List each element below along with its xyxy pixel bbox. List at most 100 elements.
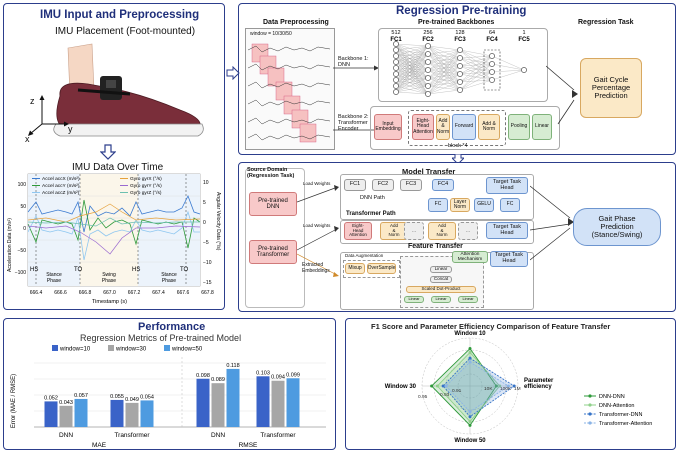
neuron [425, 83, 431, 89]
radar-legend-label: Transformer-Attention [599, 421, 652, 427]
bar [226, 368, 240, 427]
bar-y-axis-title: Error (MAE / RMSE) [11, 374, 17, 428]
dnn-head-block: FC [428, 198, 448, 212]
block-repeat-label: block *4 [448, 143, 468, 149]
radar-chart-title: F1 Score and Parameter Efficiency Compar… [371, 322, 611, 331]
neuron [393, 83, 399, 89]
radar-point [468, 350, 472, 354]
pretrained-dnn-box: Pre-trained DNN [249, 192, 297, 216]
data-augmentation-label: Data Augmentation [345, 253, 384, 258]
dnn-backbone-frame [378, 28, 548, 102]
transformer-path-frame [340, 220, 534, 244]
radar-axis-label: Window 30 [385, 384, 417, 390]
bar-legend-label: window=50 [171, 347, 203, 353]
gait-phase-label: Phase [162, 278, 176, 284]
encoder-block: Forward [452, 114, 476, 140]
y-axis-right-title: Angular Velocity Data (°/s) [215, 192, 221, 251]
encoder-block: Add & Norm [436, 114, 450, 140]
neuron [425, 43, 431, 49]
radar-tick-label: 0.95 [418, 394, 428, 400]
bar-value-label: 0.118 [226, 363, 239, 369]
neuron [425, 75, 431, 81]
pretrained-transformer-box: Pre-trained Transformer [249, 240, 297, 264]
dnn-target-task-head: Target Task Head [486, 177, 528, 194]
radar-tick-label: 0.93 [440, 392, 450, 398]
neuron [393, 77, 399, 83]
transformer-path-block: Eight- Head Attention [344, 222, 372, 240]
bar [196, 378, 210, 427]
bar-value-label: 0.094 [271, 375, 285, 381]
radar-point [468, 356, 472, 360]
down-arrow-2-icon [452, 154, 464, 164]
x-axis-title: Timestamp (s) [92, 299, 127, 305]
gait-phase-label: Stance [161, 272, 177, 278]
radar-legend-label: DNN-DNN [599, 394, 625, 400]
bar [140, 400, 154, 427]
transformer-path-block: ... [458, 222, 478, 240]
imu-x-tick: 667.6 [177, 290, 190, 296]
dnn-path-block: FC1 [344, 179, 366, 191]
bar-legend-swatch [164, 345, 170, 351]
linear-v-box: Linear [458, 296, 478, 303]
imu-y-tick-right: 10 [203, 180, 209, 186]
gait-phase-label: Phase [47, 278, 61, 284]
neuron [425, 51, 431, 57]
linear-top-box: Linear [430, 266, 452, 273]
imu-legend-label: Gyro gyrY (°/s) [130, 183, 162, 189]
linear-q-box: Linear [404, 296, 424, 303]
oversample-box: OverSample [367, 263, 396, 274]
imu-legend-label: Accel accY (m/s²) [42, 183, 80, 189]
radar-point [468, 410, 472, 414]
neuron [425, 67, 431, 73]
transformer-path-block: Add & Norm [428, 222, 456, 240]
neuron [393, 53, 399, 59]
neuron [457, 71, 463, 77]
gait-phase-output: Gait Phase Prediction (Stance/Swing) [573, 208, 661, 246]
bar-value-label: 0.054 [140, 394, 154, 400]
neuron [457, 87, 463, 93]
neuron [489, 53, 495, 59]
imu-x-tick: 666.4 [30, 290, 43, 296]
imu-y-tick-right: −10 [203, 260, 212, 266]
fc-layer-label: FC5 [518, 37, 530, 43]
bar-value-label: 0.098 [196, 373, 210, 379]
dnn-path-block: FC4 [432, 179, 454, 191]
imu-y-tick-left: 0 [23, 226, 26, 232]
radar-point [498, 384, 502, 388]
fc-layer-label: FC4 [486, 37, 498, 43]
radar-point [430, 384, 434, 388]
bar-chart-title: Regression Metrics of Pre-trained Model [80, 333, 242, 343]
bar-category-label: DNN [211, 432, 225, 439]
concat-box: Concat [430, 276, 452, 283]
radar-point [441, 384, 445, 388]
ft-target-task-head: Target Task Head [490, 251, 528, 267]
imu-y-tick-left: −100 [15, 270, 26, 276]
gait-phase-label: Phase [102, 278, 116, 284]
axis-y-label: y [68, 124, 73, 134]
neuron [457, 63, 463, 69]
imu-y-tick-right: 5 [203, 200, 206, 206]
dnn-head-block: FC [500, 198, 520, 212]
transformer-path-block: ... [404, 222, 424, 240]
neuron [393, 41, 399, 47]
bar [256, 376, 270, 427]
imu-panel-title: IMU Input and Preprocessing [40, 9, 200, 21]
encoder-block: Add & Norm [478, 114, 500, 140]
imu-timeseries-plot: Timestamp (s) Acceleration Data (m/s²) A… [7, 173, 221, 305]
radar-point [468, 423, 472, 427]
imu-y-tick-left: 100 [18, 182, 27, 188]
encoder-block: Pooling [508, 114, 530, 140]
extracted-embeddings-label: Extracted Embeddings [302, 262, 330, 274]
feature-transfer-frame [340, 252, 534, 310]
attention-mechanism-box: Attention Mechanism [452, 251, 488, 263]
neuron [393, 65, 399, 71]
radar-point [468, 415, 472, 419]
fc-size-label: 256 [423, 30, 432, 36]
radar-point [468, 347, 472, 351]
bar [286, 378, 300, 427]
tr-target-task-head: Target Task Head [486, 222, 528, 239]
imu-x-tick: 667.2 [128, 290, 141, 296]
radar-tick-label: 10K [484, 386, 493, 392]
